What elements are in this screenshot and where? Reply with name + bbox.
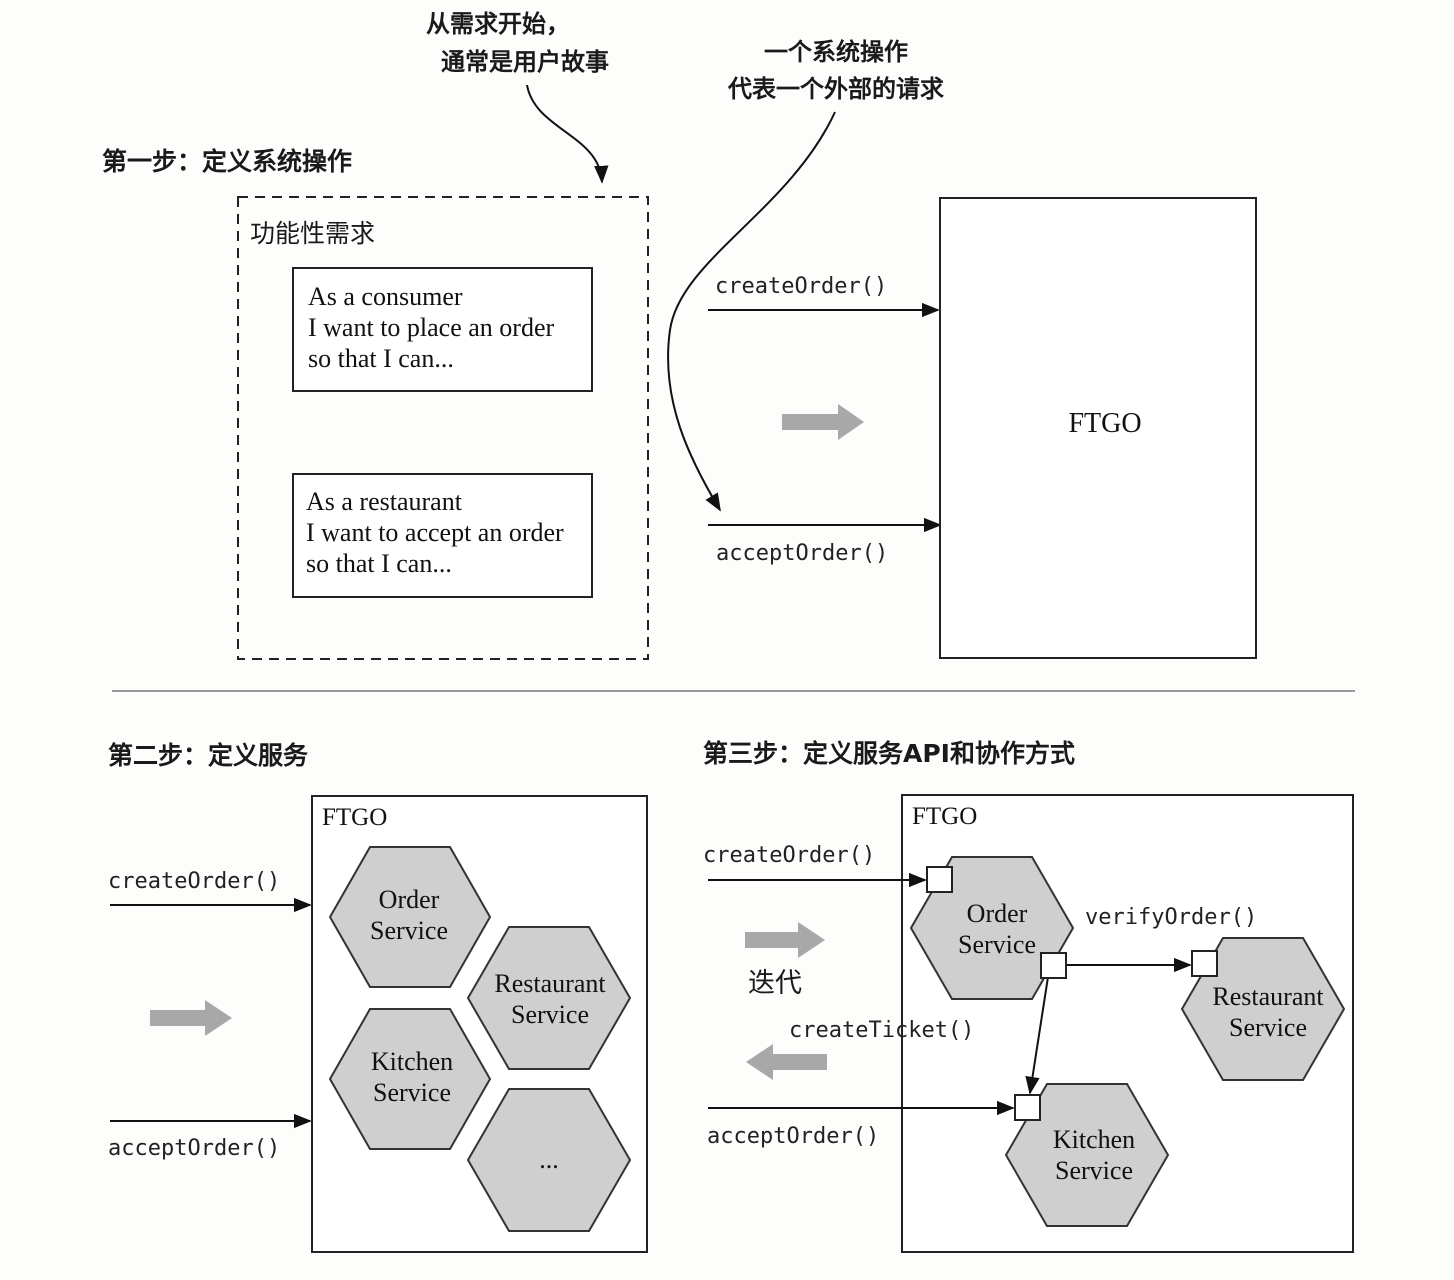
step3-kitchen-service-line2: Service (1055, 1156, 1133, 1185)
create-ticket-arrow (1025, 976, 1049, 1095)
order-service-outbound-port (1040, 952, 1067, 979)
step2-restaurant-service-line2: Service (511, 1000, 589, 1029)
requirements-callout-line2: 通常是用户故事 (441, 48, 609, 76)
requirements-callout-line1: 从需求开始， (426, 10, 570, 38)
step2-kitchen-service-line1: Kitchen (371, 1047, 453, 1076)
step2-restaurant-service-line1: Restaurant (494, 969, 606, 998)
user-story-consumer (292, 267, 593, 392)
step1-section: 第一步：定义系统操作 功能性需求 As a consumer I want to… (102, 147, 1257, 660)
step1-transition-arrow (782, 404, 864, 440)
step3-order-service-line1: Order (967, 899, 1028, 928)
step3-restaurant-service-line1: Restaurant (1212, 982, 1324, 1011)
step1-title: 第一步：定义系统操作 (102, 147, 352, 176)
user-story-consumer-line2: I want to place an order (308, 313, 555, 342)
step2-order-service-line1: Order (379, 885, 440, 914)
order-service-create-port (926, 866, 953, 893)
iterate-label: 迭代 (748, 968, 802, 999)
step1-accept-order-label: acceptOrder() (716, 541, 888, 566)
system-operation-callout-line2: 代表一个外部的请求 (727, 75, 944, 103)
step2-more-services-hex (466, 1088, 632, 1232)
verify-order-label: verifyOrder() (1085, 905, 1257, 930)
step2-transition-arrow (150, 1000, 232, 1036)
step3-section: 第三步：定义服务API和协作方式 FTGO createOrder() acce… (703, 739, 1354, 1253)
requirements-callout: 从需求开始， 通常是用户故事 (426, 10, 609, 184)
step3-restaurant-service-line2: Service (1229, 1013, 1307, 1042)
user-story-restaurant-line3: so that I can... (306, 549, 452, 578)
user-story-restaurant-line1: As a restaurant (306, 487, 463, 516)
restaurant-service-verify-port (1191, 950, 1218, 977)
step3-kitchen-service-line1: Kitchen (1053, 1125, 1135, 1154)
system-operation-callout: 一个系统操作 代表一个外部的请求 (667, 38, 944, 512)
step2-ftgo-label: FTGO (322, 804, 387, 831)
step3-ftgo-label: FTGO (912, 803, 977, 830)
kitchen-service-ticket-port (1014, 1094, 1041, 1121)
step3-accept-order-label: acceptOrder() (707, 1124, 879, 1149)
step2-restaurant-service-hex (466, 926, 632, 1070)
ftgo-system-box (939, 197, 1257, 659)
system-operation-callout-pointer (667, 111, 836, 512)
requirements-callout-pointer (526, 84, 609, 184)
step2-order-service-hex (328, 846, 492, 988)
step3-kitchen-service-hex (1004, 1083, 1170, 1227)
user-story-consumer-line1: As a consumer (308, 282, 463, 311)
user-story-restaurant-line2: I want to accept an order (306, 518, 564, 547)
functional-requirements-frame (237, 196, 649, 660)
step2-kitchen-service-hex (328, 1008, 492, 1150)
step3-title: 第三步：定义服务API和协作方式 (703, 739, 1075, 768)
iterate-forward-arrow (745, 922, 825, 958)
step3-restaurant-service-hex (1180, 937, 1346, 1081)
step2-more-services-label: ... (539, 1145, 559, 1174)
step2-order-service-line2: Service (370, 916, 448, 945)
step2-create-order-label: createOrder() (108, 869, 280, 894)
user-story-restaurant (292, 473, 593, 598)
create-ticket-label: createTicket() (789, 1018, 974, 1043)
ftgo-system-label: FTGO (1068, 408, 1141, 439)
step1-create-order-label: createOrder() (715, 274, 887, 299)
system-operation-callout-line1: 一个系统操作 (764, 38, 908, 66)
step2-section: 第二步：定义服务 FTGO createOrder() acceptOrder(… (108, 741, 648, 1253)
iterate-back-arrow (746, 1044, 827, 1080)
step3-order-service-line2: Service (958, 930, 1036, 959)
step2-accept-order-label: acceptOrder() (108, 1136, 280, 1161)
user-story-consumer-line3: so that I can... (308, 344, 454, 373)
step2-kitchen-service-line2: Service (373, 1078, 451, 1107)
step3-create-order-label: createOrder() (703, 843, 875, 868)
functional-requirements-title: 功能性需求 (250, 219, 375, 248)
step2-title: 第二步：定义服务 (108, 741, 308, 770)
